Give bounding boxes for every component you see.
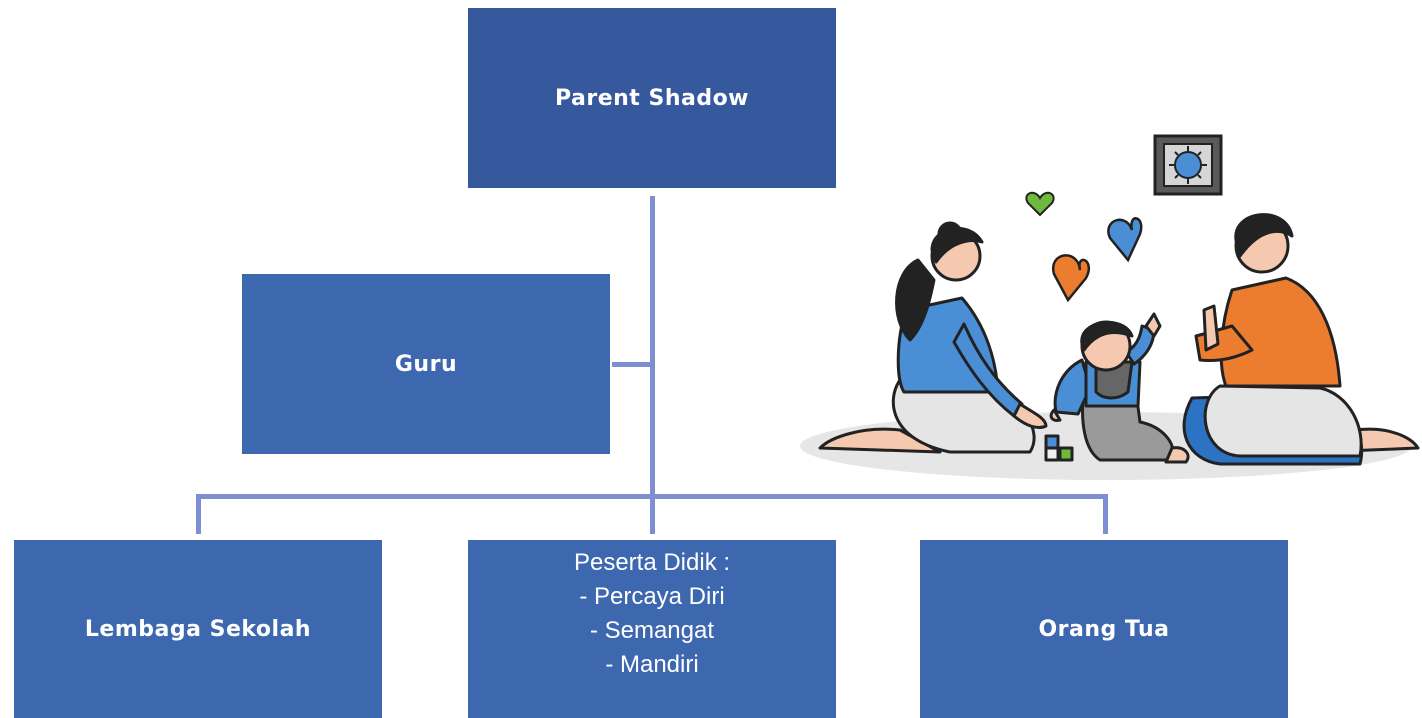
node-peserta-didik-label: Peserta Didik :: [573, 549, 731, 576]
family-illustration: [800, 134, 1420, 480]
node-parent-shadow-label: Parent Shadow: [554, 85, 750, 111]
node-lembaga-sekolah-label: Lembaga Sekolah: [84, 616, 312, 642]
node-guru-label: Guru: [394, 351, 458, 377]
connector-orangtua: [1103, 494, 1108, 534]
sun-frame-icon: [1153, 134, 1223, 196]
node-orang-tua: Orang Tua: [920, 540, 1288, 718]
heart-icon: [1052, 254, 1090, 303]
node-lembaga-sekolah: Lembaga Sekolah: [14, 540, 382, 718]
heart-icon: [1025, 191, 1055, 217]
heart-icon: [1107, 217, 1143, 263]
peserta-item: - Percaya Diri: [579, 583, 725, 610]
peserta-item: - Semangat: [589, 617, 715, 644]
connector-peserta: [650, 494, 655, 534]
connector-lembaga: [196, 494, 201, 534]
node-guru: Guru: [242, 274, 610, 454]
connector-guru: [612, 362, 652, 367]
connector-root-trunk: [650, 196, 655, 532]
node-peserta-didik: Peserta Didik : - Percaya Diri - Semanga…: [468, 540, 836, 718]
peserta-item: - Mandiri: [605, 651, 699, 678]
node-orang-tua-label: Orang Tua: [1038, 616, 1170, 642]
node-parent-shadow: Parent Shadow: [468, 8, 836, 188]
